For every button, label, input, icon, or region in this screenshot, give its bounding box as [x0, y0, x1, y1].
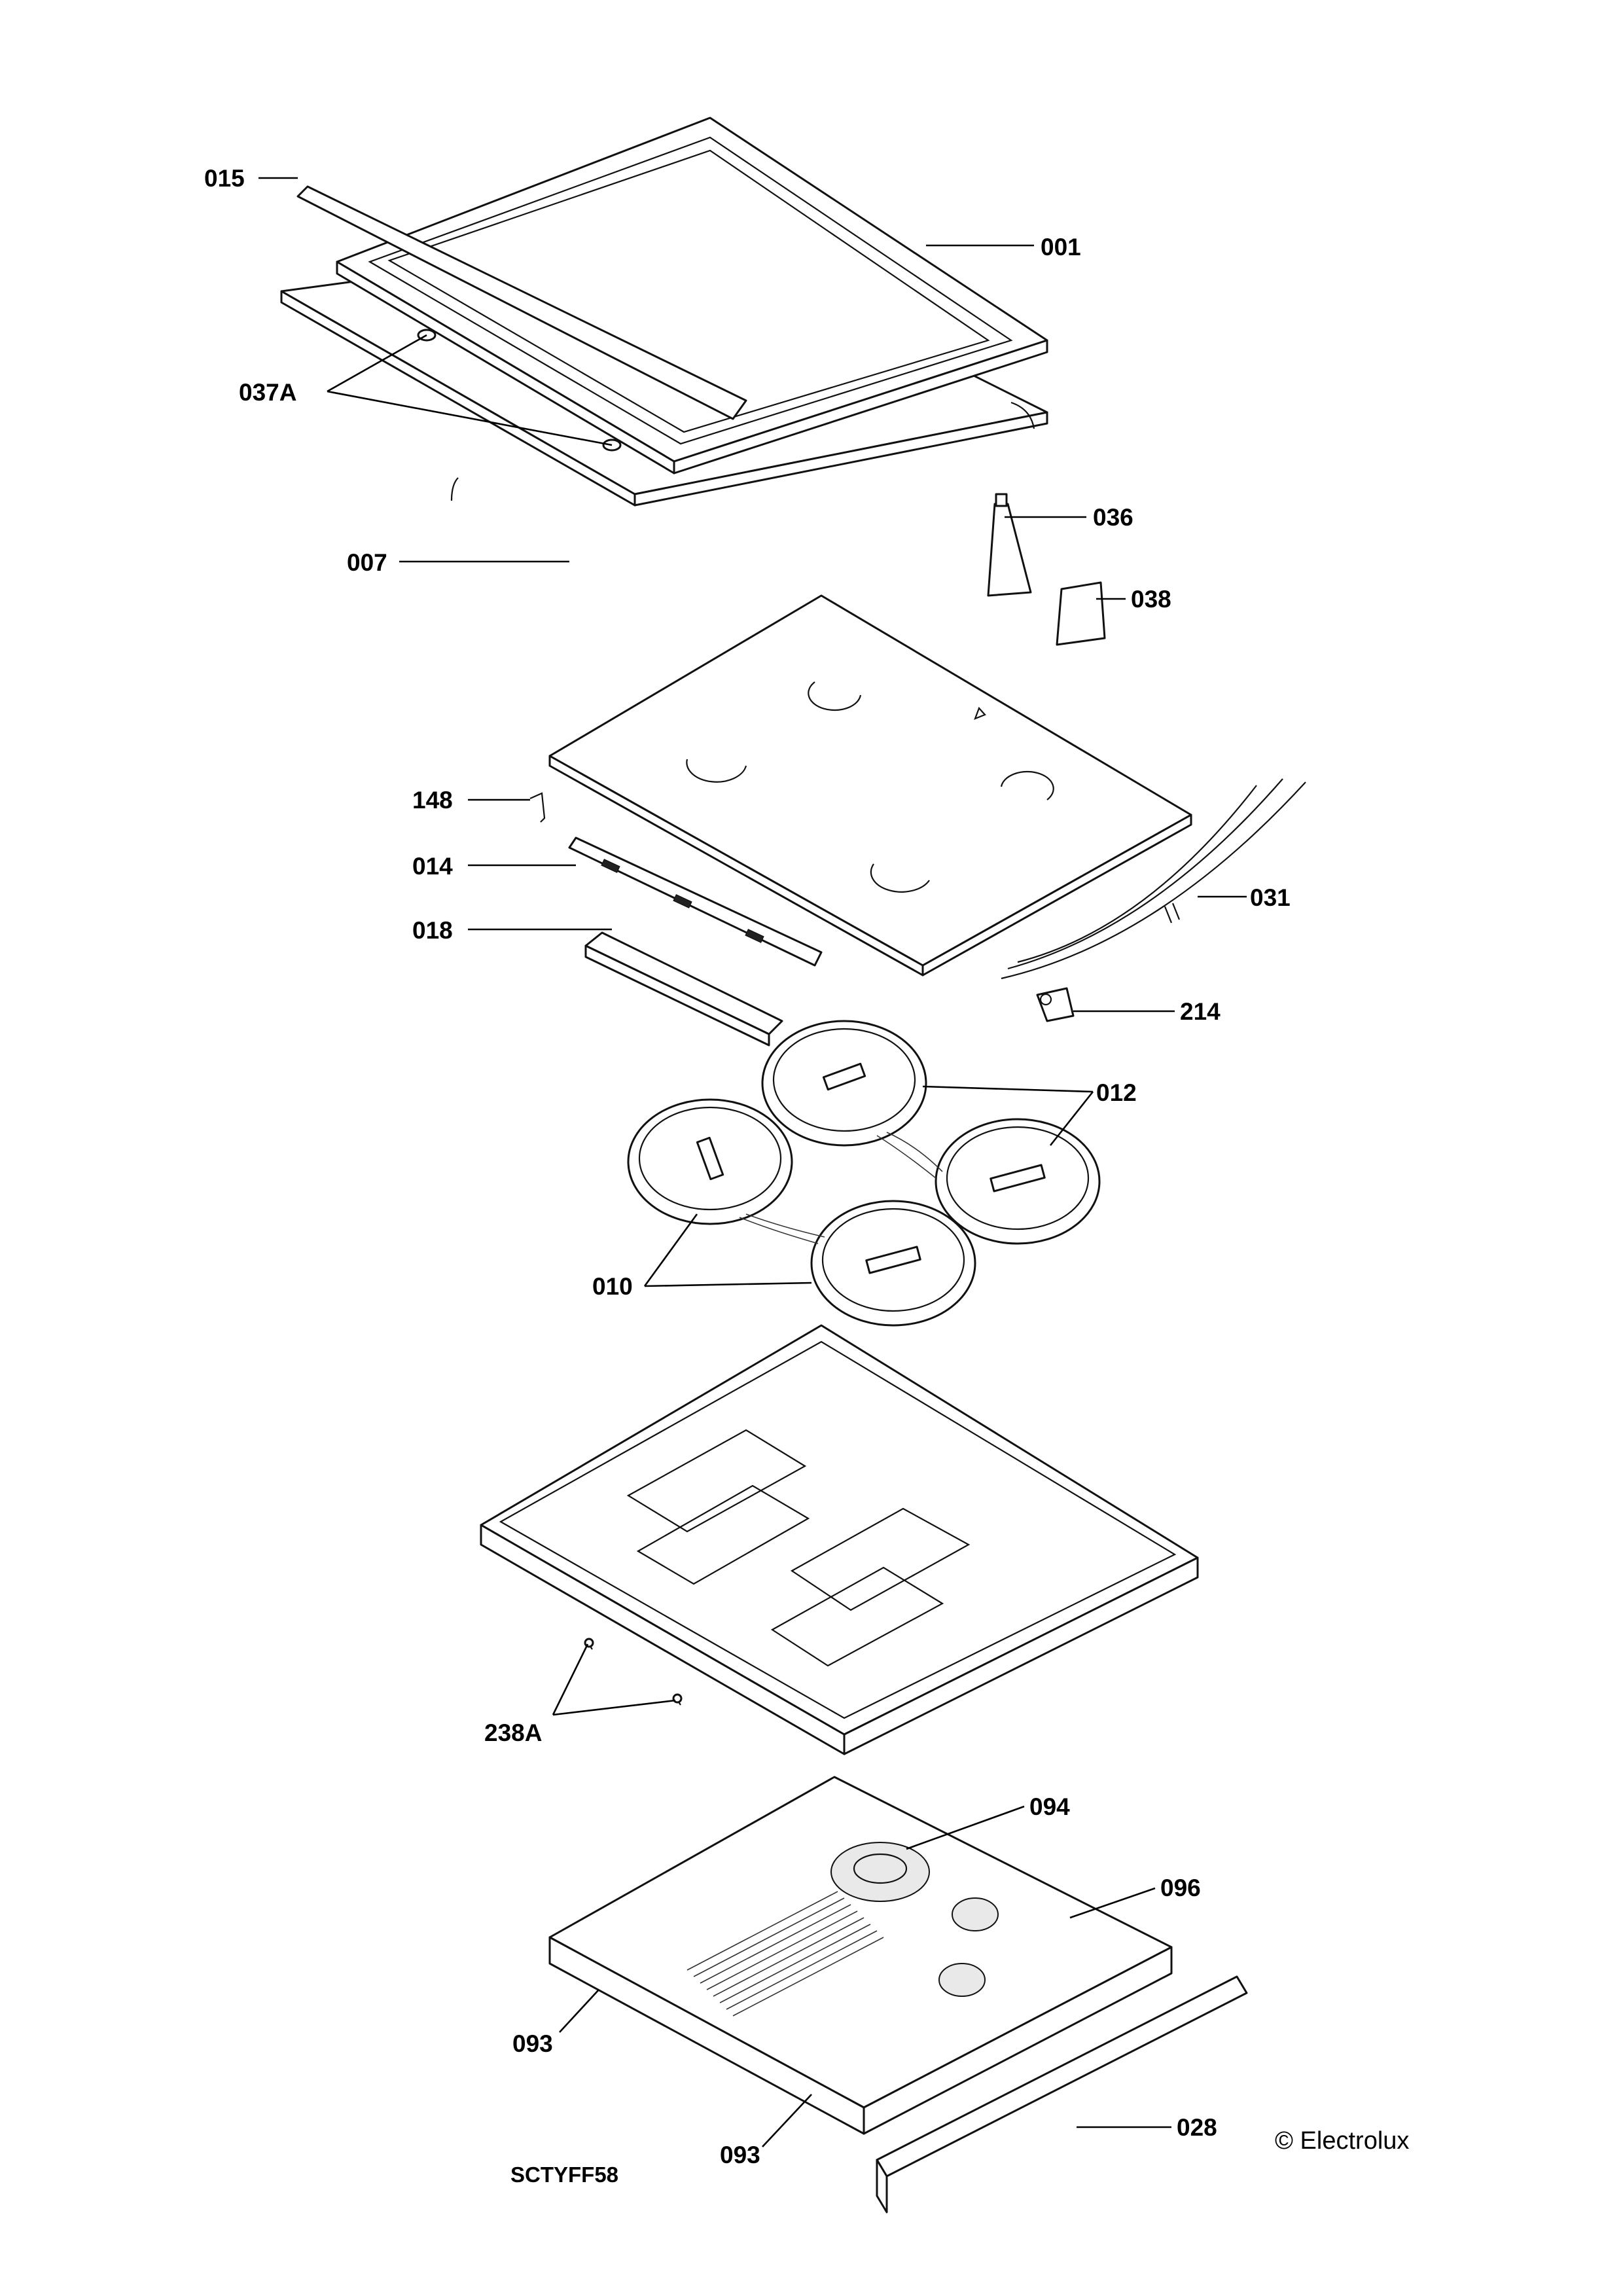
- coil-rear-right: [935, 1118, 1101, 1245]
- label-037a: 037A: [239, 379, 296, 406]
- copyright-notice: © Electrolux: [1275, 2127, 1409, 2155]
- coil-front-left: [627, 1098, 793, 1225]
- label-007: 007: [347, 549, 387, 576]
- part-031-cable: [1001, 778, 1306, 980]
- label-012: 012: [1096, 1079, 1137, 1106]
- part-038-sachet: [1056, 581, 1106, 646]
- coil-wiring: [739, 1132, 943, 1244]
- label-036: 036: [1093, 504, 1133, 531]
- coil-rear-left: [761, 1020, 927, 1147]
- label-010: 010: [592, 1273, 633, 1300]
- drawing-code: SCTYFF58: [510, 2162, 618, 2187]
- label-093-right: 093: [720, 2142, 760, 2168]
- glass-ceramic-top: [548, 594, 1192, 977]
- part-148-bracket: [529, 792, 546, 823]
- part-238a-screws: [584, 1638, 683, 1706]
- label-031: 031: [1250, 884, 1291, 911]
- label-018: 018: [412, 917, 453, 944]
- part-214-clip: [1036, 987, 1075, 1022]
- part-036-tube: [987, 493, 1032, 597]
- part-014-control-board: [568, 836, 823, 967]
- label-093-left: 093: [512, 2030, 553, 2057]
- part-018-support: [584, 931, 783, 1047]
- part-labels: 015 001 037A 007 036 038 148 014 018 031…: [204, 165, 1291, 2168]
- bottom-tray: [480, 1324, 1199, 1755]
- label-001: 001: [1041, 234, 1081, 260]
- leader-lines: [259, 177, 1247, 2147]
- part-001-frame: [336, 117, 1048, 475]
- part-015-trim-strip: [296, 185, 747, 420]
- heatsink: [687, 1891, 884, 2017]
- label-238a: 238A: [484, 1719, 542, 1746]
- label-094: 094: [1029, 1793, 1070, 1820]
- label-214: 214: [1180, 998, 1221, 1025]
- label-028: 028: [1177, 2114, 1217, 2141]
- power-board: [548, 1776, 1173, 2135]
- label-015: 015: [204, 165, 245, 192]
- part-028-rail: [876, 1975, 1248, 2214]
- coil-front-right: [810, 1200, 976, 1327]
- label-014: 014: [412, 853, 453, 880]
- label-148: 148: [412, 787, 453, 814]
- label-038: 038: [1131, 586, 1171, 613]
- label-096: 096: [1160, 1874, 1201, 1901]
